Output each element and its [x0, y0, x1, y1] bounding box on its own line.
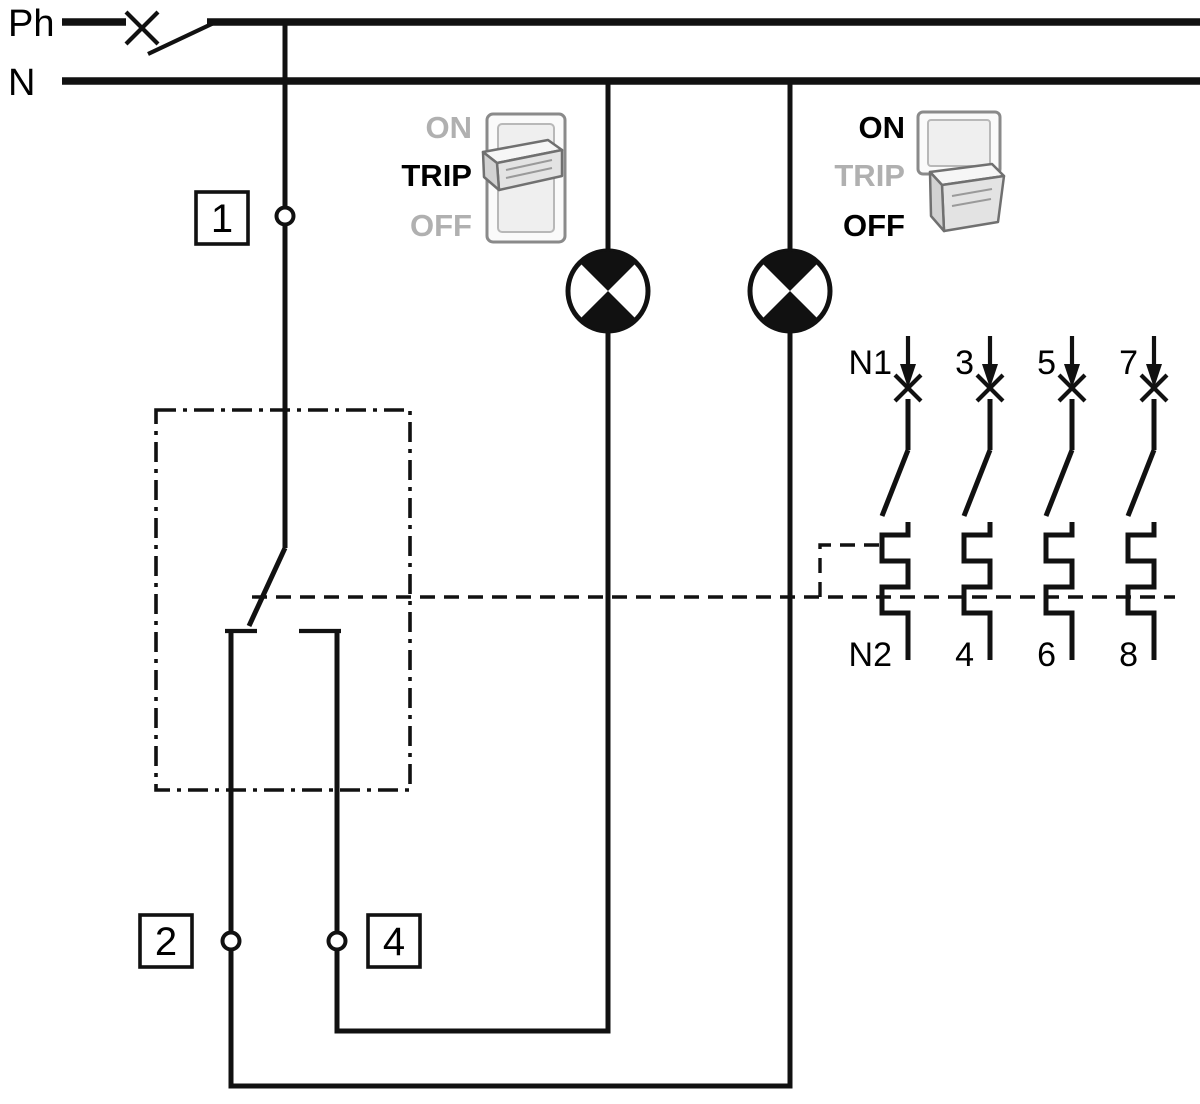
pole3-top-label: 5 — [1037, 344, 1056, 382]
test-switch — [225, 546, 341, 634]
breaker-pole-2: 3 4 — [955, 336, 1005, 674]
pole1-top-label: N1 — [849, 344, 892, 382]
phase-bus: Ph — [8, 3, 1200, 56]
wire-terminal4-to-lamp1 — [334, 331, 611, 1034]
lamp2-top-wedge — [761, 250, 819, 291]
neutral-bus: N — [8, 62, 1200, 104]
terminal-2-box — [138, 913, 194, 969]
terminal-1-box — [194, 190, 250, 246]
toggle-right-plate-inner — [927, 119, 991, 167]
pole1-contact-blade — [879, 449, 911, 517]
main-disconnect-switch — [124, 10, 219, 56]
indicator-lamp-2 — [747, 81, 833, 334]
toggle-left-on-label: ON — [426, 110, 473, 145]
pole2-bottom-label: 4 — [955, 636, 974, 674]
pole1-release-element — [879, 522, 911, 660]
terminal-2-node — [220, 930, 242, 952]
lamp1-bottom-wedge — [579, 291, 637, 332]
pole4-bottom-label: 8 — [1119, 636, 1138, 674]
device-enclosure-dashdot-box — [154, 408, 412, 792]
toggle-left-trip-position: ON TRIP OFF — [401, 110, 567, 244]
toggle-right-grip-lines — [951, 188, 993, 207]
pole3-contact-blade — [1043, 449, 1075, 517]
breaker-pole-3: 5 6 — [1037, 336, 1087, 674]
pole4-release-element — [1125, 522, 1157, 660]
contact-cross-icon — [124, 10, 160, 46]
toggle-left-handle-front — [481, 150, 501, 192]
pole4-terminal-cross-icon — [1139, 373, 1169, 403]
test-switch-blade — [246, 546, 288, 628]
pole2-arrow-head-icon — [982, 364, 998, 388]
toggle-left-trip-label: TRIP — [401, 158, 472, 193]
pole1-bottom-label: N2 — [849, 636, 892, 674]
pole4-contact-blade — [1125, 449, 1157, 517]
pole1-terminal-cross-icon — [893, 373, 923, 403]
toggle-right-off-label: OFF — [843, 208, 905, 243]
terminal-1-branch: 1 — [194, 22, 296, 548]
toggle-right-handle-illustration — [916, 110, 1006, 233]
terminal-2-number: 2 — [155, 920, 177, 964]
pole3-release-element — [1043, 522, 1075, 660]
breaker-pole-4: 7 8 — [1119, 336, 1169, 674]
terminal-4-node — [326, 930, 348, 952]
pole3-terminal-cross-icon — [1057, 373, 1087, 403]
trip-linkage — [252, 543, 1175, 599]
toggle-left-handle-illustration — [481, 112, 567, 244]
pole3-bottom-label: 6 — [1037, 636, 1056, 674]
pole3-arrow-head-icon — [1064, 364, 1080, 388]
pole2-terminal-cross-icon — [975, 373, 1005, 403]
phase-bus-label: Ph — [8, 3, 54, 45]
pole2-top-label: 3 — [955, 344, 974, 382]
terminal-1-number: 1 — [211, 197, 233, 241]
terminal-4-box — [366, 913, 422, 969]
toggle-right-handle-front — [928, 170, 946, 233]
indicator-lamp-1 — [565, 81, 651, 334]
trip-linkage-dashed-elbow — [818, 543, 884, 597]
pole2-release-element — [961, 522, 993, 660]
pole2-contact-blade — [961, 449, 993, 517]
breaker-pole-1: N1 N2 — [849, 336, 923, 674]
neutral-bus-label: N — [8, 62, 35, 104]
terminal-4-branch: 4 — [326, 331, 611, 1034]
lamp1-top-wedge — [579, 250, 637, 291]
switch-blade — [147, 19, 219, 56]
lamp2-bottom-wedge — [761, 291, 819, 332]
pole4-arrow-head-icon — [1146, 364, 1162, 388]
toggle-left-grip-lines — [505, 159, 553, 179]
toggle-right-on-label: ON — [859, 110, 906, 145]
terminal-4-number: 4 — [383, 920, 405, 964]
pole1-arrow-head-icon — [900, 364, 916, 388]
wire-terminal2-to-lamp2 — [228, 331, 793, 1089]
toggle-left-off-label: OFF — [410, 208, 472, 243]
terminal-1-node — [274, 205, 296, 227]
toggle-right-handle-side — [940, 174, 1006, 233]
toggle-right-trip-label: TRIP — [834, 158, 905, 193]
terminal-2-branch: 2 — [138, 331, 793, 1089]
toggle-right-off-position: ON TRIP OFF — [834, 110, 1006, 243]
pole4-top-label: 7 — [1119, 344, 1138, 382]
